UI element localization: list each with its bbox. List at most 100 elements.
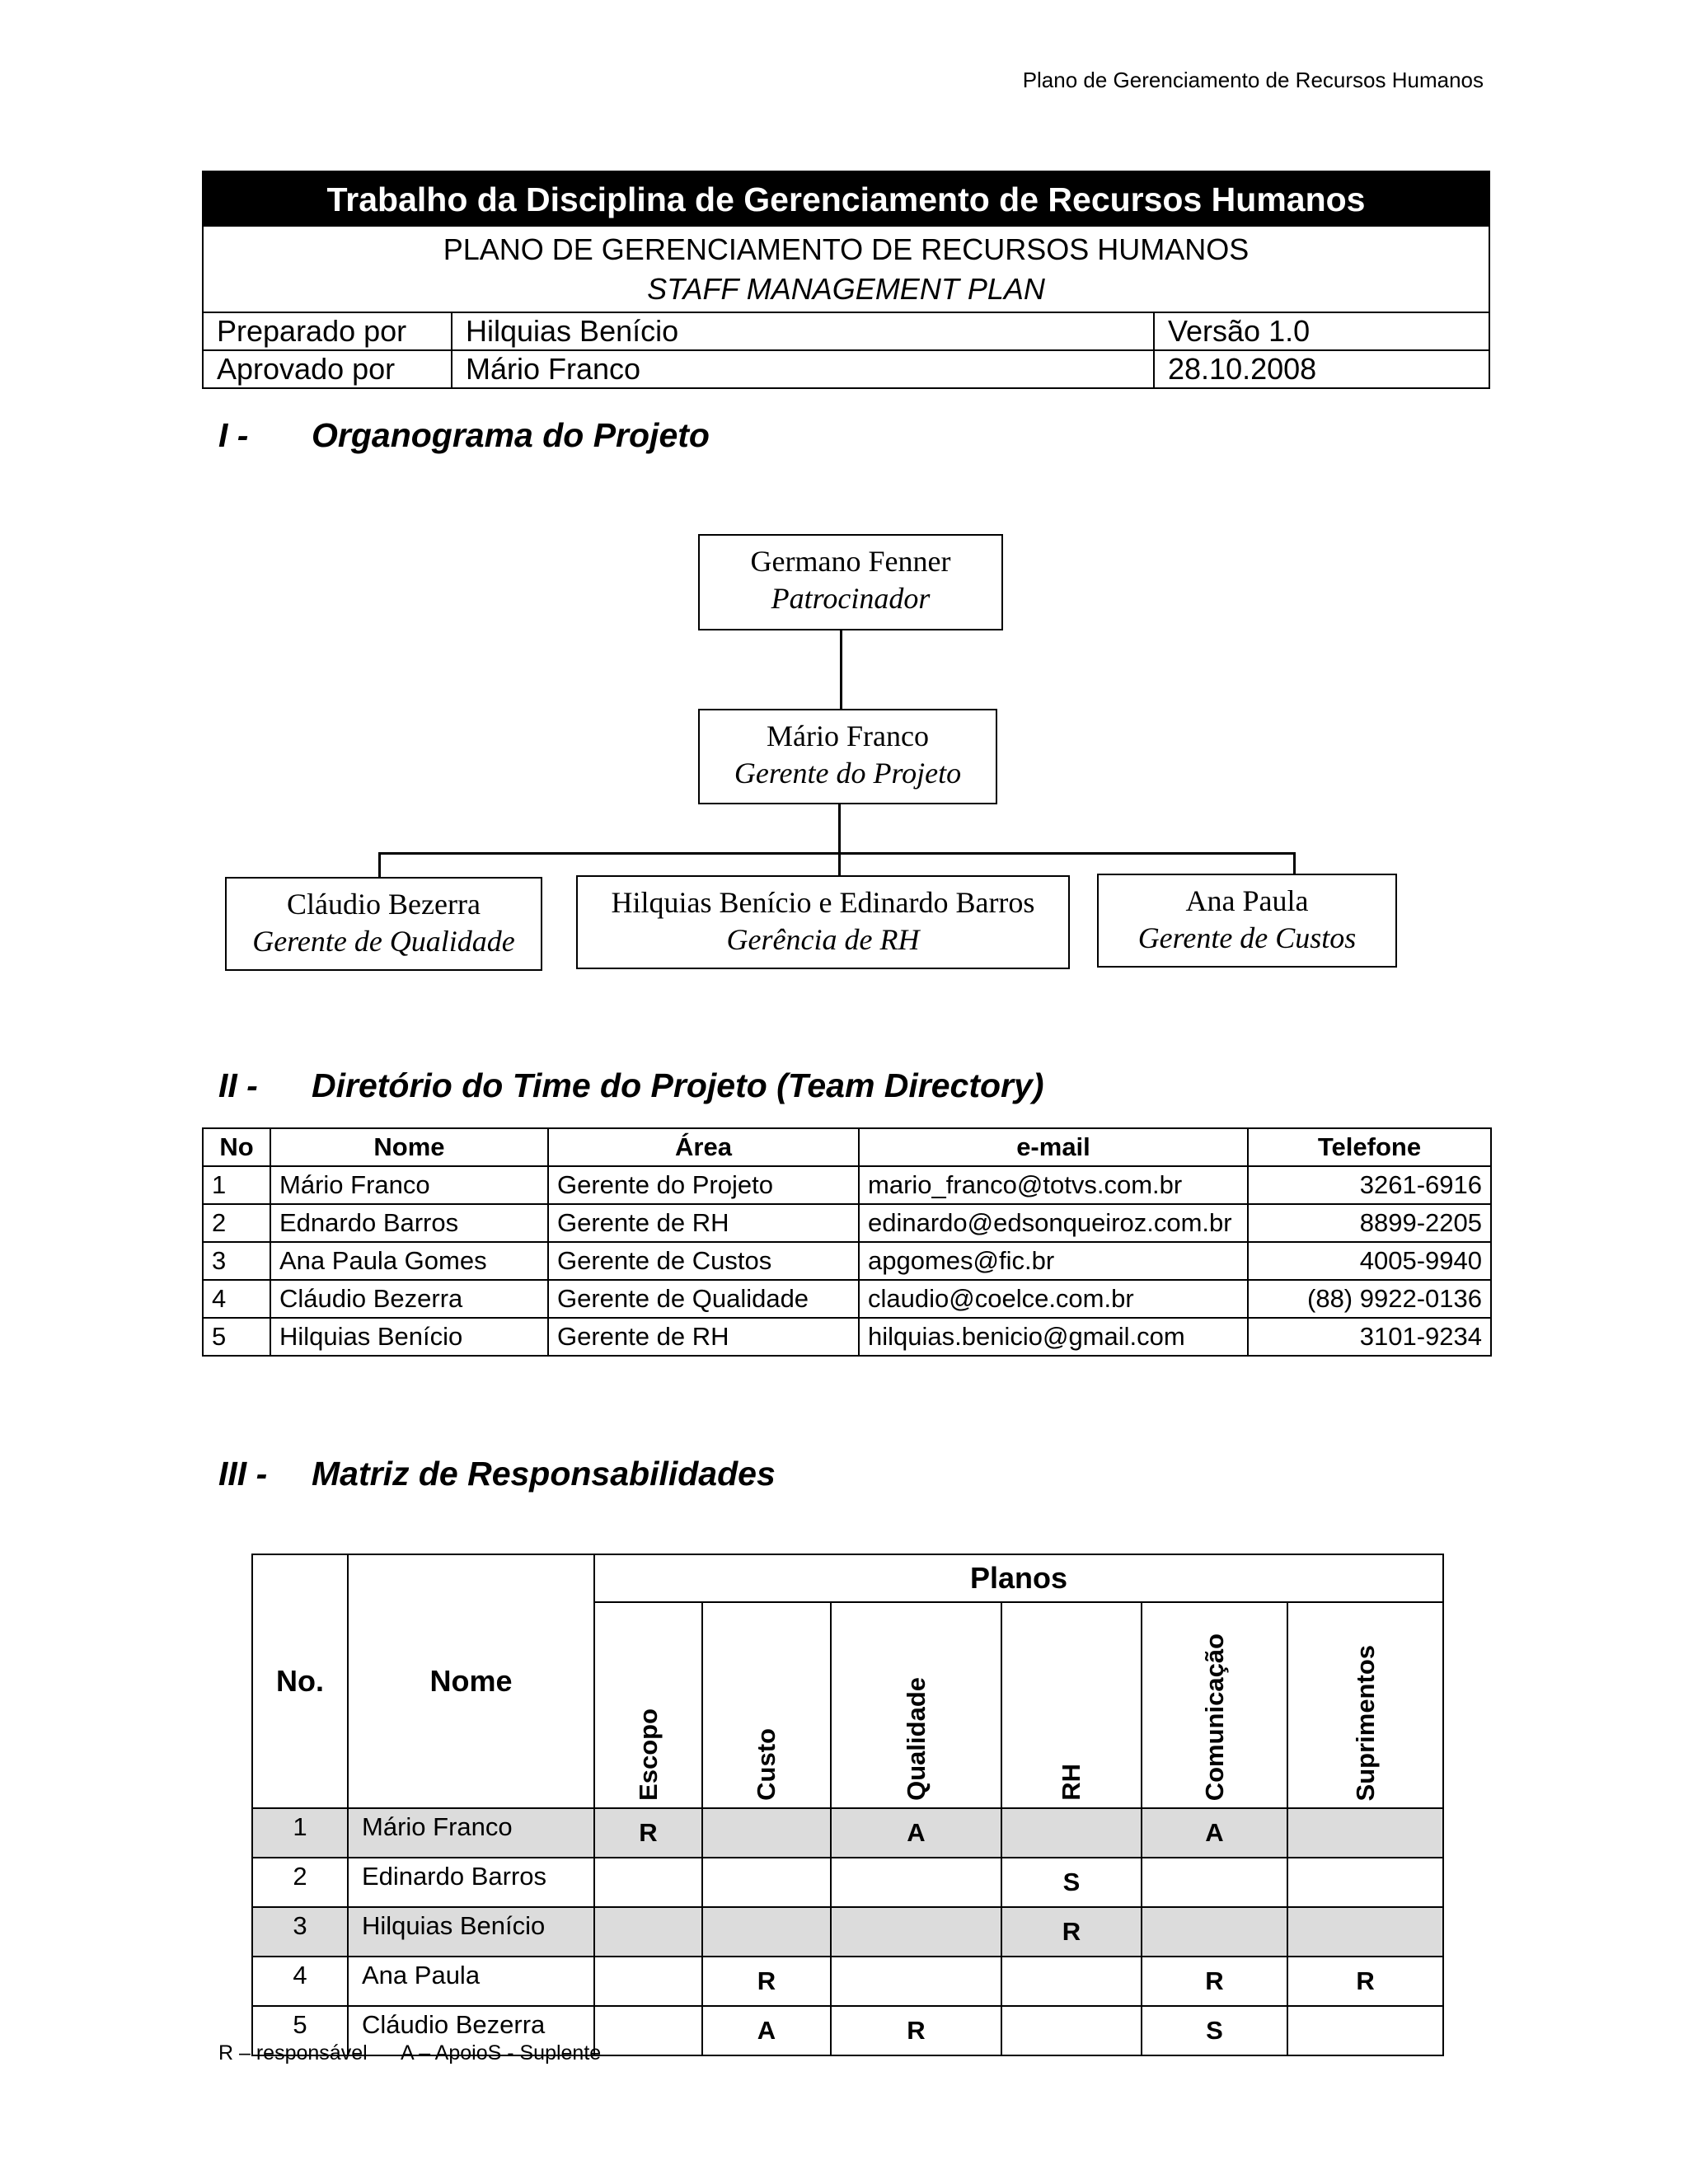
cell-phone: 8899-2205 [1247, 1203, 1492, 1243]
version: Versão 1.0 [1168, 314, 1311, 348]
org-node-name: Germano Fenner [750, 545, 951, 578]
cell-email: apgomes@fic.br [858, 1241, 1249, 1281]
org-node-role: Gerente de Custos [1137, 921, 1357, 954]
section-number: I - [218, 416, 249, 454]
section-number: III - [218, 1455, 268, 1493]
cell-phone: 4005-9940 [1247, 1241, 1492, 1281]
cell-mark [1286, 2005, 1445, 2056]
table-row: 1 Mário Franco R A A [251, 1807, 1445, 1858]
org-connector [840, 630, 842, 709]
cell-no: 2 [251, 1857, 349, 1908]
cell-name: Hilquias Benício [347, 1906, 595, 1957]
plan-label: Escopo [633, 1708, 663, 1801]
cell-mark: A [830, 1807, 1002, 1858]
plan-label: Qualidade [901, 1677, 931, 1801]
cell-mark: R [830, 2005, 1002, 2056]
cell-mark [701, 1906, 832, 1957]
cell-area: Gerente de RH [547, 1317, 860, 1357]
matrix-planos-header: Planos [593, 1554, 1445, 1603]
org-node-sponsor: Germano Fenner Patrocinador [698, 534, 1003, 630]
table-row: 4 Cláudio Bezerra Gerente de Qualidade c… [202, 1279, 1492, 1319]
cell-mark [1286, 1857, 1445, 1908]
table-row: 3 Ana Paula Gomes Gerente de Custos apgo… [202, 1241, 1492, 1281]
section-title: Organograma do Projeto [312, 416, 710, 454]
org-connector [838, 804, 841, 854]
cell-mark [593, 1857, 703, 1908]
org-connector [838, 852, 841, 875]
table-row: 4 Ana Paula R R R [251, 1956, 1445, 2007]
matrix-plan-row: Escopo Custo Qualidade RH Comunicação Su… [252, 1601, 1445, 1809]
section-org-heading: I - Organograma do Projeto [218, 416, 1455, 457]
org-node-role: Gerente de Qualidade [252, 925, 515, 958]
cell-email: mario_franco@totvs.com.br [858, 1165, 1249, 1205]
document-date: 28.10.2008 [1168, 352, 1317, 386]
column-header: No [202, 1127, 271, 1167]
org-node-manager: Mário Franco Gerente do Projeto [698, 709, 997, 804]
plan-header: RH [1001, 1601, 1142, 1809]
cell-mark: A [1141, 1807, 1288, 1858]
document-subtitle: PLANO DE GERENCIAMENTO DE RECURSOS HUMAN… [443, 232, 1250, 266]
cell-name: Edinardo Barros [347, 1857, 595, 1908]
cell-email: hilquias.benicio@gmail.com [858, 1317, 1249, 1357]
section-number: II - [218, 1066, 258, 1104]
cell-mark: R [1141, 1956, 1288, 2007]
cell-name: Hilquias Benício [270, 1317, 549, 1357]
matrix-name-header: Nome [347, 1554, 595, 1809]
plan-header: Custo [701, 1601, 832, 1809]
column-header: Nome [270, 1127, 549, 1167]
section-title: Matriz de Responsabilidades [312, 1455, 776, 1493]
prepared-row: Preparado por Hilquias Benício Versão 1.… [204, 313, 1489, 349]
cell-mark: R [1001, 1906, 1142, 1957]
title-block: Trabalho da Disciplina de Gerenciamento … [202, 171, 1490, 389]
org-connector [378, 852, 381, 877]
org-node-hr: Hilquias Benício e Edinardo Barros Gerên… [576, 875, 1070, 969]
approved-label: Aprovado por [204, 351, 452, 387]
org-node-role: Patrocinador [771, 582, 931, 615]
cell-mark [701, 1807, 832, 1858]
matrix-no-header: No. [251, 1554, 349, 1809]
cell-mark: S [1141, 2005, 1288, 2056]
cell-mark: S [1001, 1857, 1142, 1908]
cell-phone: (88) 9922-0136 [1247, 1279, 1492, 1319]
column-header: e-mail [858, 1127, 1249, 1167]
cell-mark [1001, 1807, 1142, 1858]
cell-name: Cláudio Bezerra [347, 2005, 595, 2056]
cell-mark [1001, 2005, 1142, 2056]
cell-mark [593, 1956, 703, 2007]
cell-mark [1141, 1857, 1288, 1908]
plan-header: Suprimentos [1286, 1601, 1445, 1809]
plan-label: Suprimentos [1350, 1644, 1380, 1801]
cell-name: Ana Paula Gomes [270, 1241, 549, 1281]
matrix-header-row: No. Nome Planos [251, 1554, 1445, 1809]
prepared-by: Hilquias Benício [452, 313, 1155, 349]
org-node-name: Cláudio Bezerra [287, 888, 481, 921]
cell-name: Cláudio Bezerra [270, 1279, 549, 1319]
cell-mark: R [593, 1807, 703, 1858]
approved-by: Mário Franco [452, 351, 1155, 387]
cell-mark [1141, 1906, 1288, 1957]
cell-no: 1 [202, 1165, 271, 1205]
document-subtitle-en: STAFF MANAGEMENT PLAN [647, 272, 1045, 306]
column-header: Área [547, 1127, 860, 1167]
org-node-role: Gerente do Projeto [734, 757, 962, 790]
cell-name: Ana Paula [347, 1956, 595, 2007]
org-node-name: Hilquias Benício e Edinardo Barros [611, 886, 1035, 919]
cell-no: 4 [202, 1279, 271, 1319]
cell-no: 1 [251, 1807, 349, 1858]
cell-no: 3 [202, 1241, 271, 1281]
table-row: 2 Edinardo Barros S [251, 1857, 1445, 1908]
column-header: Telefone [1247, 1127, 1492, 1167]
section-directory-heading: II - Diretório do Time do Projeto (Team … [218, 1066, 1455, 1108]
cell-mark [593, 2005, 703, 2056]
section-title: Diretório do Time do Projeto (Team Direc… [312, 1066, 1044, 1104]
table-row: 5 Cláudio Bezerra A R S [251, 2005, 1445, 2056]
cell-name: Ednardo Barros [270, 1203, 549, 1243]
cell-phone: 3101-9234 [1247, 1317, 1492, 1357]
cell-mark: R [701, 1956, 832, 2007]
cell-mark [830, 1857, 1002, 1908]
cell-email: edinardo@edsonqueiroz.com.br [858, 1203, 1249, 1243]
org-node-quality: Cláudio Bezerra Gerente de Qualidade [225, 877, 542, 971]
cell-mark [1001, 1956, 1142, 2007]
table-row: 1 Mário Franco Gerente do Projeto mario_… [202, 1165, 1492, 1205]
plan-header: Escopo [593, 1601, 703, 1809]
